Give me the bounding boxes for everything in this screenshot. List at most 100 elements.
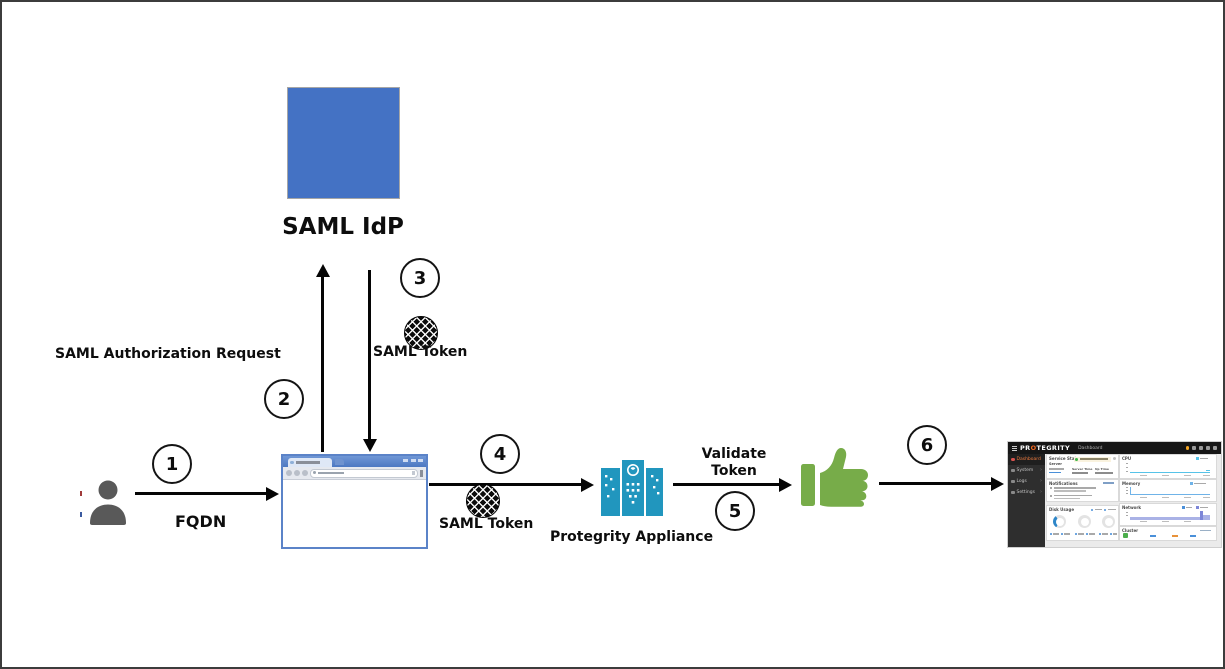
- network-area: [1203, 515, 1210, 520]
- arrow-appliance-to-validate: [673, 477, 792, 492]
- axis-label-blur: [1203, 474, 1210, 476]
- cpu-sparkline: [1130, 471, 1210, 473]
- service-status-card: Service Status Server Server Time Up Tim…: [1047, 455, 1118, 478]
- sidebar-item-label: Dashboard: [1016, 457, 1041, 462]
- step-6-circle: 6: [907, 425, 947, 465]
- axis-tick: [1126, 512, 1128, 513]
- fqdn-label: FQDN: [175, 512, 227, 531]
- step-1-circle: 1: [152, 444, 192, 484]
- legend-swatch-icon: [1196, 506, 1199, 509]
- memory-sparkline: [1130, 493, 1210, 495]
- browser-content: [283, 480, 426, 546]
- legend-blur: [1053, 533, 1059, 535]
- help-icon: [1213, 446, 1217, 450]
- card-title: Disk Usage: [1049, 507, 1075, 512]
- menu-icon: [1012, 445, 1017, 451]
- disk-usage-card: Disk Usage: [1047, 506, 1118, 540]
- card-title: Service Status: [1049, 456, 1082, 461]
- legend-dot-icon: [1104, 508, 1106, 511]
- axis-tick: [1126, 490, 1128, 491]
- text-blur: [1080, 458, 1108, 460]
- notifications-card: Notifications: [1047, 480, 1118, 501]
- legend-dot-icon: [1075, 533, 1077, 535]
- logs-icon: [1011, 479, 1015, 484]
- settings-icon: [1011, 490, 1015, 495]
- status-ok-icon: [1075, 457, 1078, 461]
- step-5-circle: 5: [715, 491, 755, 531]
- dashboard-header: PROTEGRITY Dashboard: [1008, 442, 1221, 454]
- axis-tick: [1126, 471, 1128, 472]
- legend-blur: [1194, 482, 1206, 485]
- dashboard-icon: [1011, 457, 1015, 462]
- arrow-idp-to-browser: [362, 270, 377, 452]
- legend-blur: [1107, 508, 1116, 511]
- settings-gear-icon: [1206, 446, 1210, 450]
- saml-idp-node: [287, 87, 400, 199]
- forward-icon: [294, 470, 300, 476]
- minimize-icon: [403, 458, 408, 462]
- cluster-card: Cluster: [1120, 527, 1216, 540]
- protegrity-logo: PROTEGRITY: [1020, 443, 1071, 452]
- card-title: Memory: [1122, 481, 1141, 486]
- axis-tick: [1126, 487, 1128, 488]
- arrow-browser-to-appliance: [429, 477, 594, 492]
- text-blur: [1095, 472, 1113, 474]
- link-blur: [1049, 471, 1061, 474]
- saml-idp-label: SAML IdP: [282, 214, 404, 240]
- text-blur: [1054, 494, 1092, 497]
- axis-label-blur: [1140, 474, 1147, 476]
- disk-gauge: [1102, 515, 1115, 528]
- legend-swatch-icon: [1196, 457, 1199, 460]
- legend-blur: [1078, 533, 1084, 535]
- close-icon: [418, 458, 423, 462]
- refresh-icon: [1113, 457, 1116, 460]
- server-time-label: Server Time: [1072, 467, 1093, 471]
- address-bar: [310, 468, 418, 478]
- site-icon: [313, 471, 316, 474]
- disk-gauge: [1078, 515, 1091, 528]
- text-blur: [1072, 472, 1088, 474]
- network-area: [1130, 517, 1202, 520]
- saml-token-top-label: SAML Token: [373, 344, 468, 360]
- axis-tick: [1126, 493, 1128, 494]
- sidebar-item-logs: Logs ›: [1008, 476, 1045, 487]
- sidebar-item-settings: Settings ›: [1008, 487, 1045, 498]
- dashboard-header-title: Dashboard: [1078, 445, 1103, 451]
- legend-blur: [1113, 533, 1117, 535]
- legend-dot-icon: [1091, 508, 1093, 511]
- url-text-blur: [318, 471, 344, 474]
- legend-blur: [1200, 457, 1208, 460]
- tab-favicon-icon: [290, 460, 294, 464]
- alerts-icon: [1192, 446, 1196, 450]
- disk-gauge: [1053, 515, 1066, 528]
- browser-titlebar: [283, 456, 426, 467]
- legend-blur: [1102, 533, 1108, 535]
- step-3-circle: 3: [400, 258, 440, 298]
- dismiss-all-blur: [1103, 482, 1114, 484]
- arrow-validate-to-dashboard: [879, 476, 1004, 491]
- reload-icon: [302, 470, 308, 476]
- text-blur: [1054, 487, 1096, 489]
- legend-blur: [1089, 533, 1095, 535]
- legend-dot-icon: [1061, 533, 1063, 535]
- card-title: Network: [1122, 505, 1142, 510]
- arrow-user-to-browser: [135, 486, 279, 501]
- validate-token-label: Validate Token: [701, 446, 767, 479]
- browser-tab: [288, 458, 332, 467]
- protegrity-appliance-label: Protegrity Appliance: [550, 529, 714, 545]
- card-title: CPU: [1122, 456, 1132, 461]
- memory-sparkline-drop: [1130, 487, 1132, 494]
- legend-blur: [1186, 506, 1192, 509]
- axis-label-blur: [1162, 474, 1169, 476]
- legend-swatch-icon: [1190, 482, 1193, 485]
- saml-token-icon: [466, 484, 500, 518]
- server-section-title: Server: [1049, 462, 1063, 466]
- axis-label-blur: [1184, 521, 1191, 523]
- legend-dot-icon: [1086, 533, 1088, 535]
- chevron-right-icon: ›: [1040, 478, 1042, 484]
- cluster-node-icon: [1123, 533, 1128, 538]
- window-controls: [403, 458, 423, 462]
- sidebar-item-dashboard: Dashboard: [1008, 454, 1045, 465]
- step-2-circle: 2: [264, 379, 304, 419]
